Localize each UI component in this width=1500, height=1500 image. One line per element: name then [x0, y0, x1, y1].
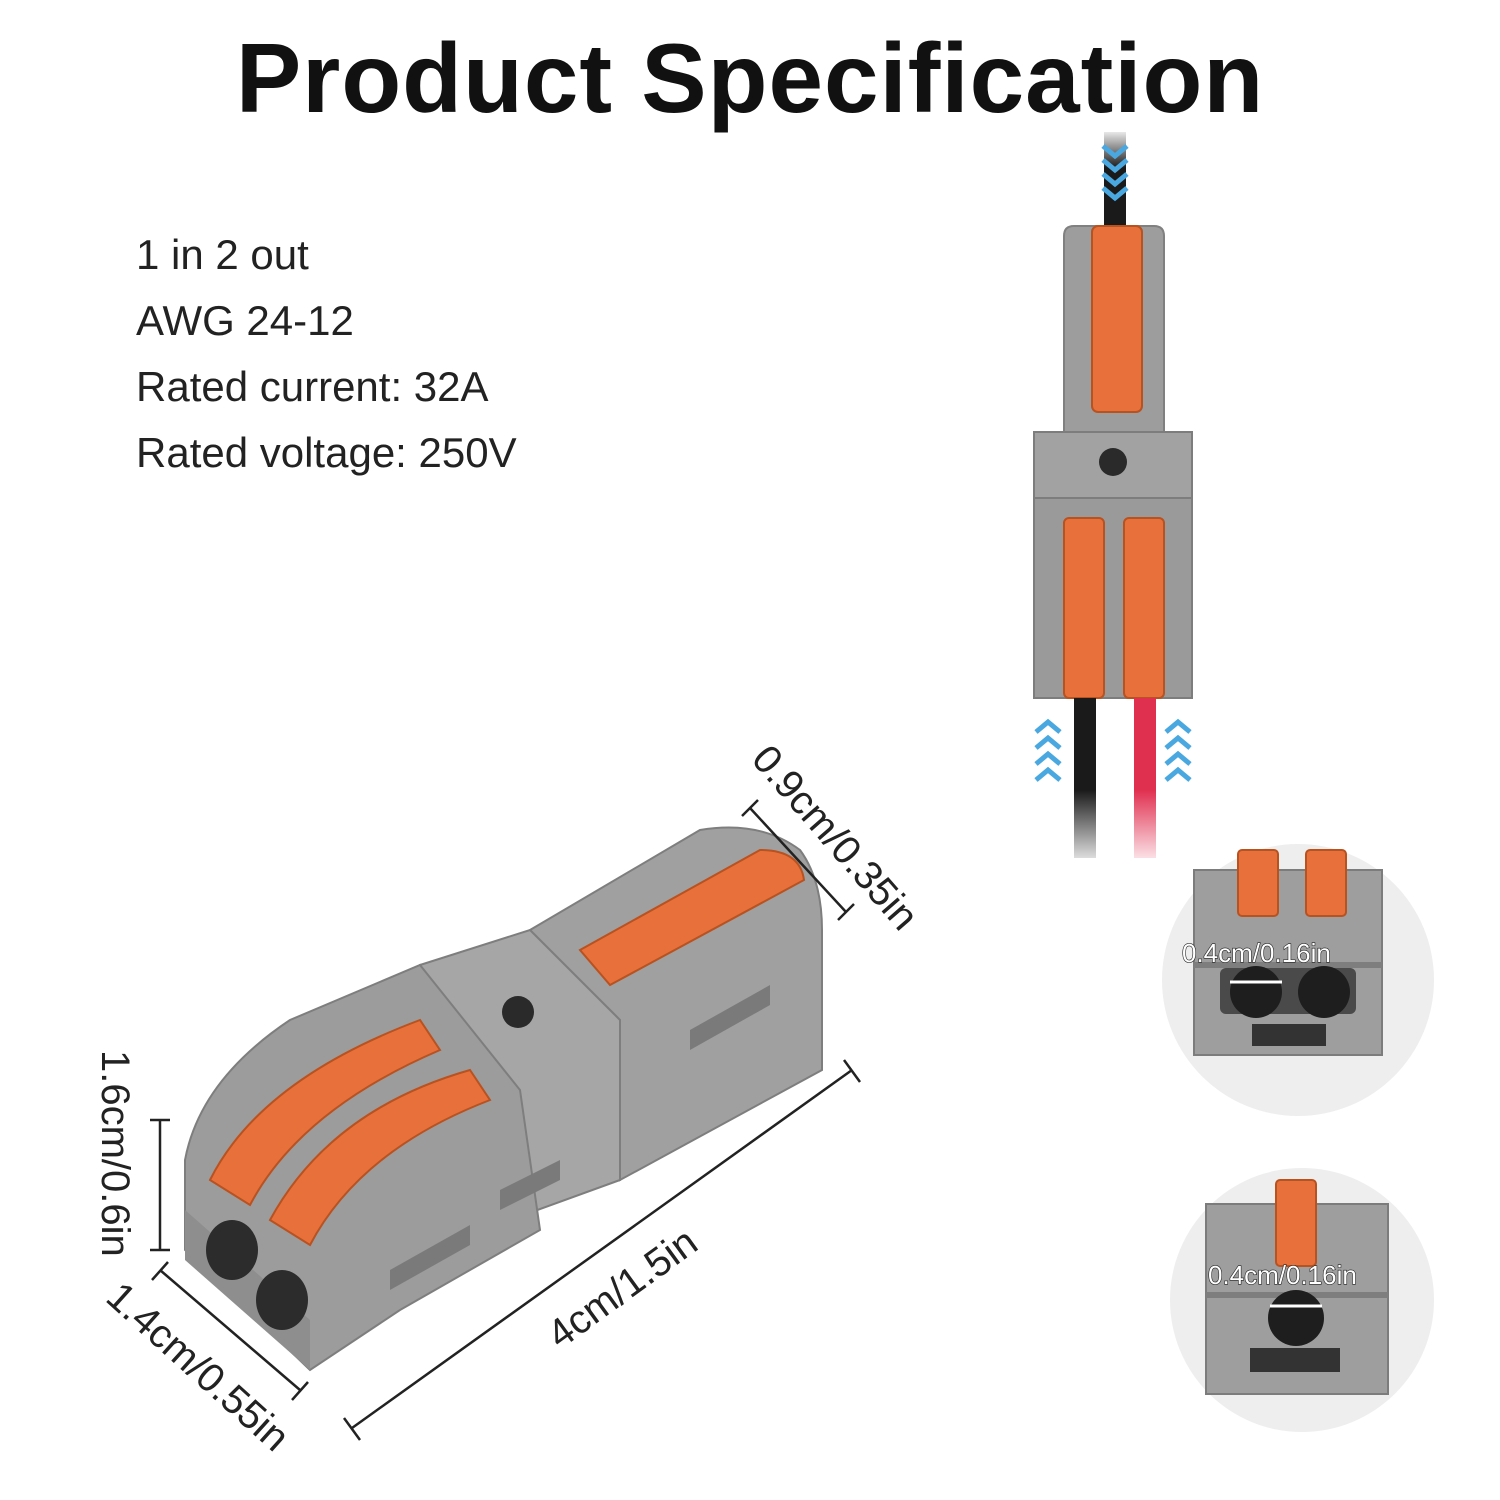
dimension-lines — [150, 799, 862, 1441]
output-arrow-left-icon — [1034, 718, 1062, 782]
mount-hole — [1099, 448, 1127, 476]
wire-hole-2 — [256, 1270, 308, 1330]
input-lever — [1091, 225, 1143, 413]
dim-height-label: 1.6cm/0.6in — [93, 1050, 137, 1257]
wire-hole-1 — [206, 1220, 258, 1280]
main-output-lever-1 — [208, 1018, 442, 1207]
dim-length-label: 4cm/1.5in — [539, 1220, 705, 1358]
spec-item-voltage: Rated voltage: 250V — [136, 429, 517, 476]
input-arrow-icon — [1101, 144, 1129, 202]
main-mount-hole — [502, 996, 534, 1028]
detail-single-hole: 0.4cm/0.16in — [1170, 1168, 1434, 1432]
spec-item-current: Rated current: 32A — [136, 363, 489, 410]
output-lever-2 — [1123, 517, 1165, 699]
output-lever-1 — [1063, 517, 1105, 699]
output-arrow-right-icon — [1164, 718, 1192, 782]
page-title: Product Specification — [235, 23, 1265, 133]
spec-list: 1 in 2 out AWG 24-12 Rated current: 32A … — [136, 222, 517, 486]
main-output-lever-2 — [268, 1068, 492, 1247]
connector-main-view — [184, 826, 823, 1372]
dim-hole-double-label: 0.4cm/0.16in — [1182, 938, 1331, 968]
spec-item-io: 1 in 2 out — [136, 231, 309, 278]
spec-item-awg: AWG 24-12 — [136, 297, 354, 344]
detail-double-hole: 0.4cm/0.16in — [1162, 844, 1434, 1116]
dim-hole-single-label: 0.4cm/0.16in — [1208, 1260, 1357, 1290]
main-input-lever — [578, 848, 806, 987]
connector-top-view — [1033, 128, 1193, 870]
